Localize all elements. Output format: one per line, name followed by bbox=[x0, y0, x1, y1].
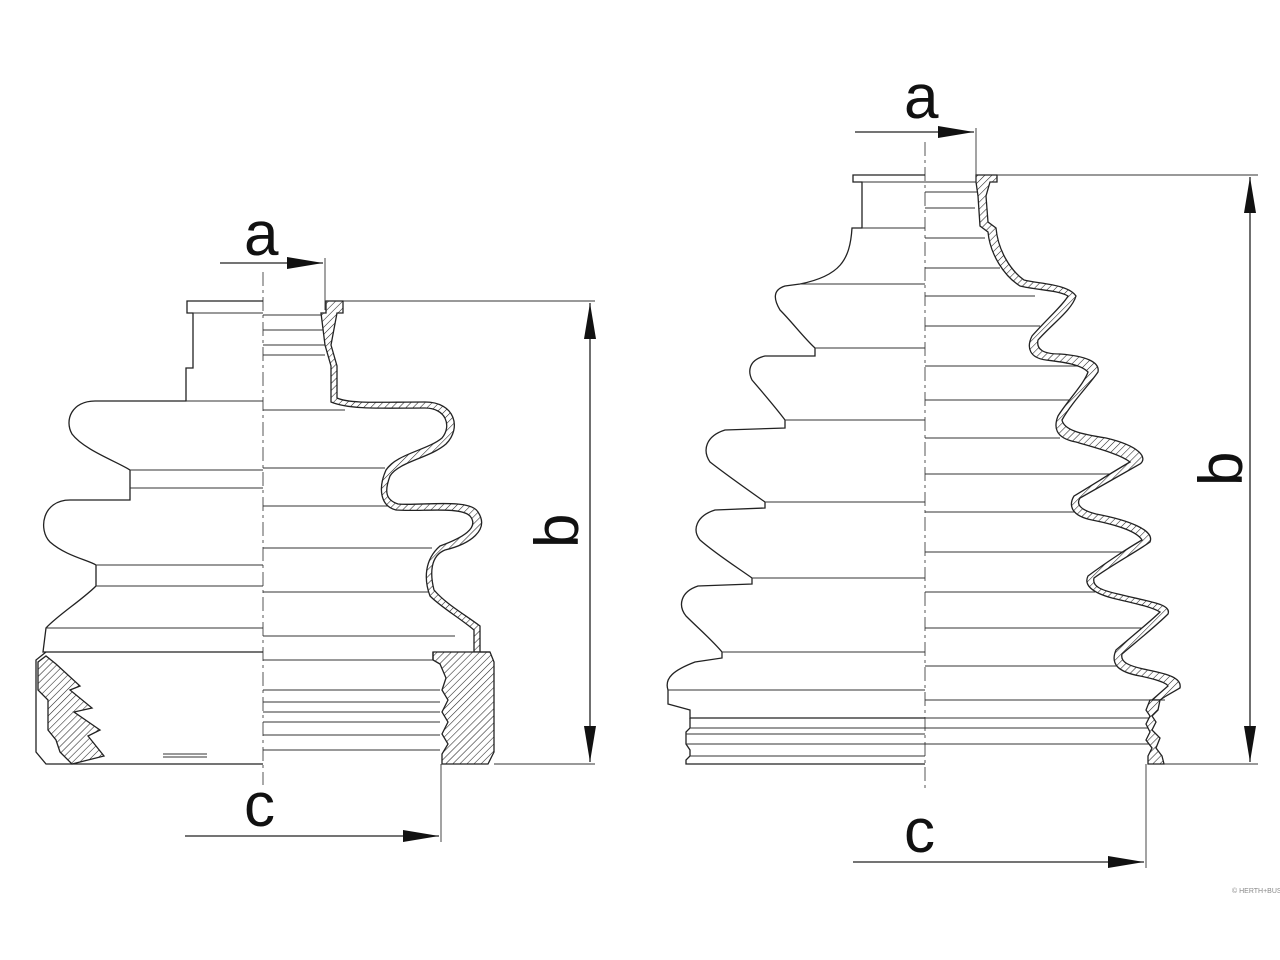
watermark: © HERTH+BUSS bbox=[1232, 887, 1280, 895]
left-label-b: b bbox=[523, 514, 592, 548]
right-label-c: c bbox=[904, 797, 935, 866]
left-boot-outline bbox=[42, 300, 263, 653]
left-dimension-c: c bbox=[185, 764, 442, 842]
right-mouth-rings bbox=[685, 718, 925, 765]
left-label-c: c bbox=[244, 771, 275, 840]
left-dimension-b: b bbox=[343, 300, 596, 765]
right-label-b: b bbox=[1187, 452, 1256, 486]
right-dimension-b: b bbox=[997, 174, 1258, 765]
left-label-a: a bbox=[244, 200, 279, 269]
right-boot-wall-section bbox=[975, 174, 1181, 701]
left-dimension-a: a bbox=[220, 200, 326, 310]
left-contour-lines bbox=[46, 312, 263, 758]
left-boot: a b c bbox=[35, 200, 596, 842]
left-boot-wall-section bbox=[320, 300, 483, 653]
left-mouth-ring-section bbox=[37, 655, 106, 765]
right-section-lines bbox=[925, 181, 1165, 745]
right-dimension-a: a bbox=[855, 63, 977, 182]
left-mouth-ring bbox=[35, 651, 263, 765]
right-mouth-band-section bbox=[1145, 699, 1165, 765]
right-boot: a b c bbox=[666, 63, 1258, 868]
right-boot-outline bbox=[666, 174, 925, 719]
right-label-a: a bbox=[904, 63, 939, 132]
left-section-lines bbox=[263, 314, 455, 751]
right-contour-lines bbox=[668, 181, 925, 691]
right-dimension-c: c bbox=[853, 764, 1147, 868]
left-mouth-band-section bbox=[432, 651, 495, 765]
